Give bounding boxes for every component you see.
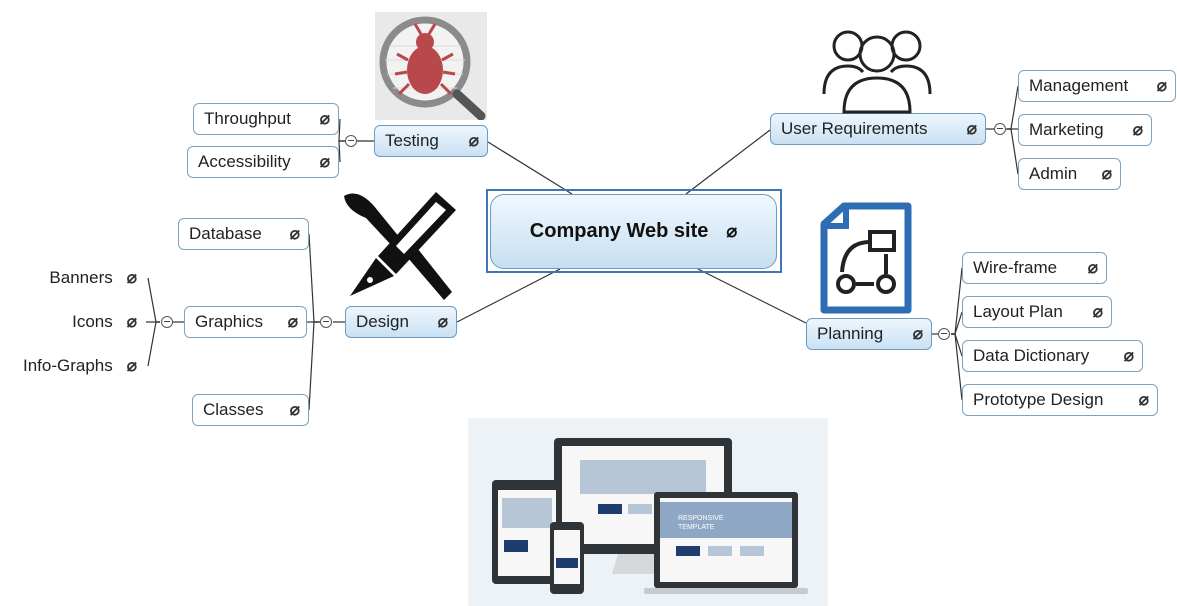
branch-design-label: Design — [356, 312, 409, 331]
paperclip-icon[interactable]: ⌀ — [289, 400, 300, 419]
branch-testing[interactable]: Testing ⌀ — [374, 125, 488, 157]
paperclip-icon[interactable]: ⌀ — [1092, 302, 1103, 321]
paperclip-icon[interactable]: ⌀ — [1156, 76, 1167, 95]
paperclip-icon[interactable]: ⌀ — [468, 131, 479, 150]
node-wire-frame[interactable]: Wire-frame ⌀ — [962, 252, 1107, 284]
collapse-toggle-user-requirements[interactable] — [994, 123, 1006, 135]
node-database[interactable]: Database ⌀ — [178, 218, 309, 250]
bug-magnifier-icon — [375, 12, 487, 120]
paperclip-icon[interactable]: ⌀ — [126, 356, 137, 375]
node-icons[interactable]: Icons ⌀ — [72, 309, 137, 335]
node-prototype-design[interactable]: Prototype Design ⌀ — [962, 384, 1158, 416]
paperclip-icon[interactable]: ⌀ — [126, 312, 137, 331]
node-label: Banners — [49, 268, 113, 287]
branch-user-requirements[interactable]: User Requirements ⌀ — [770, 113, 986, 145]
paperclip-icon[interactable]: ⌀ — [1138, 390, 1149, 409]
paperclip-icon[interactable]: ⌀ — [319, 109, 330, 128]
node-label: Accessibility — [198, 152, 291, 171]
paperclip-icon[interactable]: ⌀ — [287, 312, 298, 331]
branch-design[interactable]: Design ⌀ — [345, 306, 457, 338]
node-label: Wire-frame — [973, 258, 1058, 277]
paperclip-icon[interactable]: ⌀ — [126, 268, 137, 287]
paperclip-icon[interactable]: ⌀ — [319, 152, 330, 171]
brush-pen-icon — [344, 192, 456, 300]
node-management[interactable]: Management ⌀ — [1018, 70, 1176, 102]
central-topic-label: Company Web site — [529, 220, 709, 242]
central-topic-frame — [486, 189, 782, 273]
node-label: Prototype Design — [973, 390, 1104, 409]
node-label: Admin — [1029, 164, 1078, 183]
node-label: Info-Graphs — [22, 356, 113, 375]
paperclip-icon[interactable]: ⌀ — [912, 324, 923, 343]
central-topic[interactable]: Company Web site ⌀ — [490, 194, 777, 269]
responsive-devices-icon: RESPONSIVE TEMPLATE — [468, 418, 828, 606]
paperclip-icon[interactable]: ⌀ — [726, 221, 738, 241]
node-banners[interactable]: Banners ⌀ — [49, 265, 137, 291]
node-label: Management — [1029, 76, 1129, 95]
node-label: Database — [189, 224, 262, 243]
users-group-icon — [822, 30, 932, 114]
responsive-caption-line1: RESPONSIVE — [678, 515, 724, 522]
branch-testing-label: Testing — [385, 131, 439, 150]
collapse-toggle-graphics[interactable] — [161, 316, 173, 328]
node-info-graphs[interactable]: Info-Graphs ⌀ — [23, 353, 137, 379]
paperclip-icon[interactable]: ⌀ — [966, 119, 977, 138]
paperclip-icon[interactable]: ⌀ — [1123, 346, 1134, 365]
responsive-caption-line2: TEMPLATE — [678, 524, 715, 531]
paperclip-icon[interactable]: ⌀ — [1132, 120, 1143, 139]
collapse-toggle-design[interactable] — [320, 316, 332, 328]
node-label: Graphics — [195, 312, 264, 331]
node-label: Marketing — [1029, 120, 1104, 139]
node-label: Data Dictionary — [973, 346, 1090, 365]
paperclip-icon[interactable]: ⌀ — [289, 224, 300, 243]
branch-planning-label: Planning — [817, 324, 884, 343]
node-graphics[interactable]: Graphics ⌀ — [184, 306, 307, 338]
paperclip-icon[interactable]: ⌀ — [1101, 164, 1112, 183]
node-admin[interactable]: Admin ⌀ — [1018, 158, 1121, 190]
flowchart-document-icon — [820, 202, 912, 314]
node-classes[interactable]: Classes ⌀ — [192, 394, 309, 426]
paperclip-icon[interactable]: ⌀ — [1087, 258, 1098, 277]
node-marketing[interactable]: Marketing ⌀ — [1018, 114, 1152, 146]
collapse-toggle-planning[interactable] — [938, 328, 950, 340]
branch-planning[interactable]: Planning ⌀ — [806, 318, 932, 350]
paperclip-icon[interactable]: ⌀ — [437, 312, 448, 331]
node-label: Icons — [72, 312, 113, 331]
node-throughput[interactable]: Throughput ⌀ — [193, 103, 339, 135]
node-accessibility[interactable]: Accessibility ⌀ — [187, 146, 339, 178]
branch-user-requirements-label: User Requirements — [781, 119, 928, 138]
node-layout-plan[interactable]: Layout Plan ⌀ — [962, 296, 1112, 328]
collapse-toggle-testing[interactable] — [345, 135, 357, 147]
node-label: Throughput — [204, 109, 291, 128]
node-data-dictionary[interactable]: Data Dictionary ⌀ — [962, 340, 1143, 372]
node-label: Layout Plan — [973, 302, 1063, 321]
node-label: Classes — [203, 400, 264, 419]
